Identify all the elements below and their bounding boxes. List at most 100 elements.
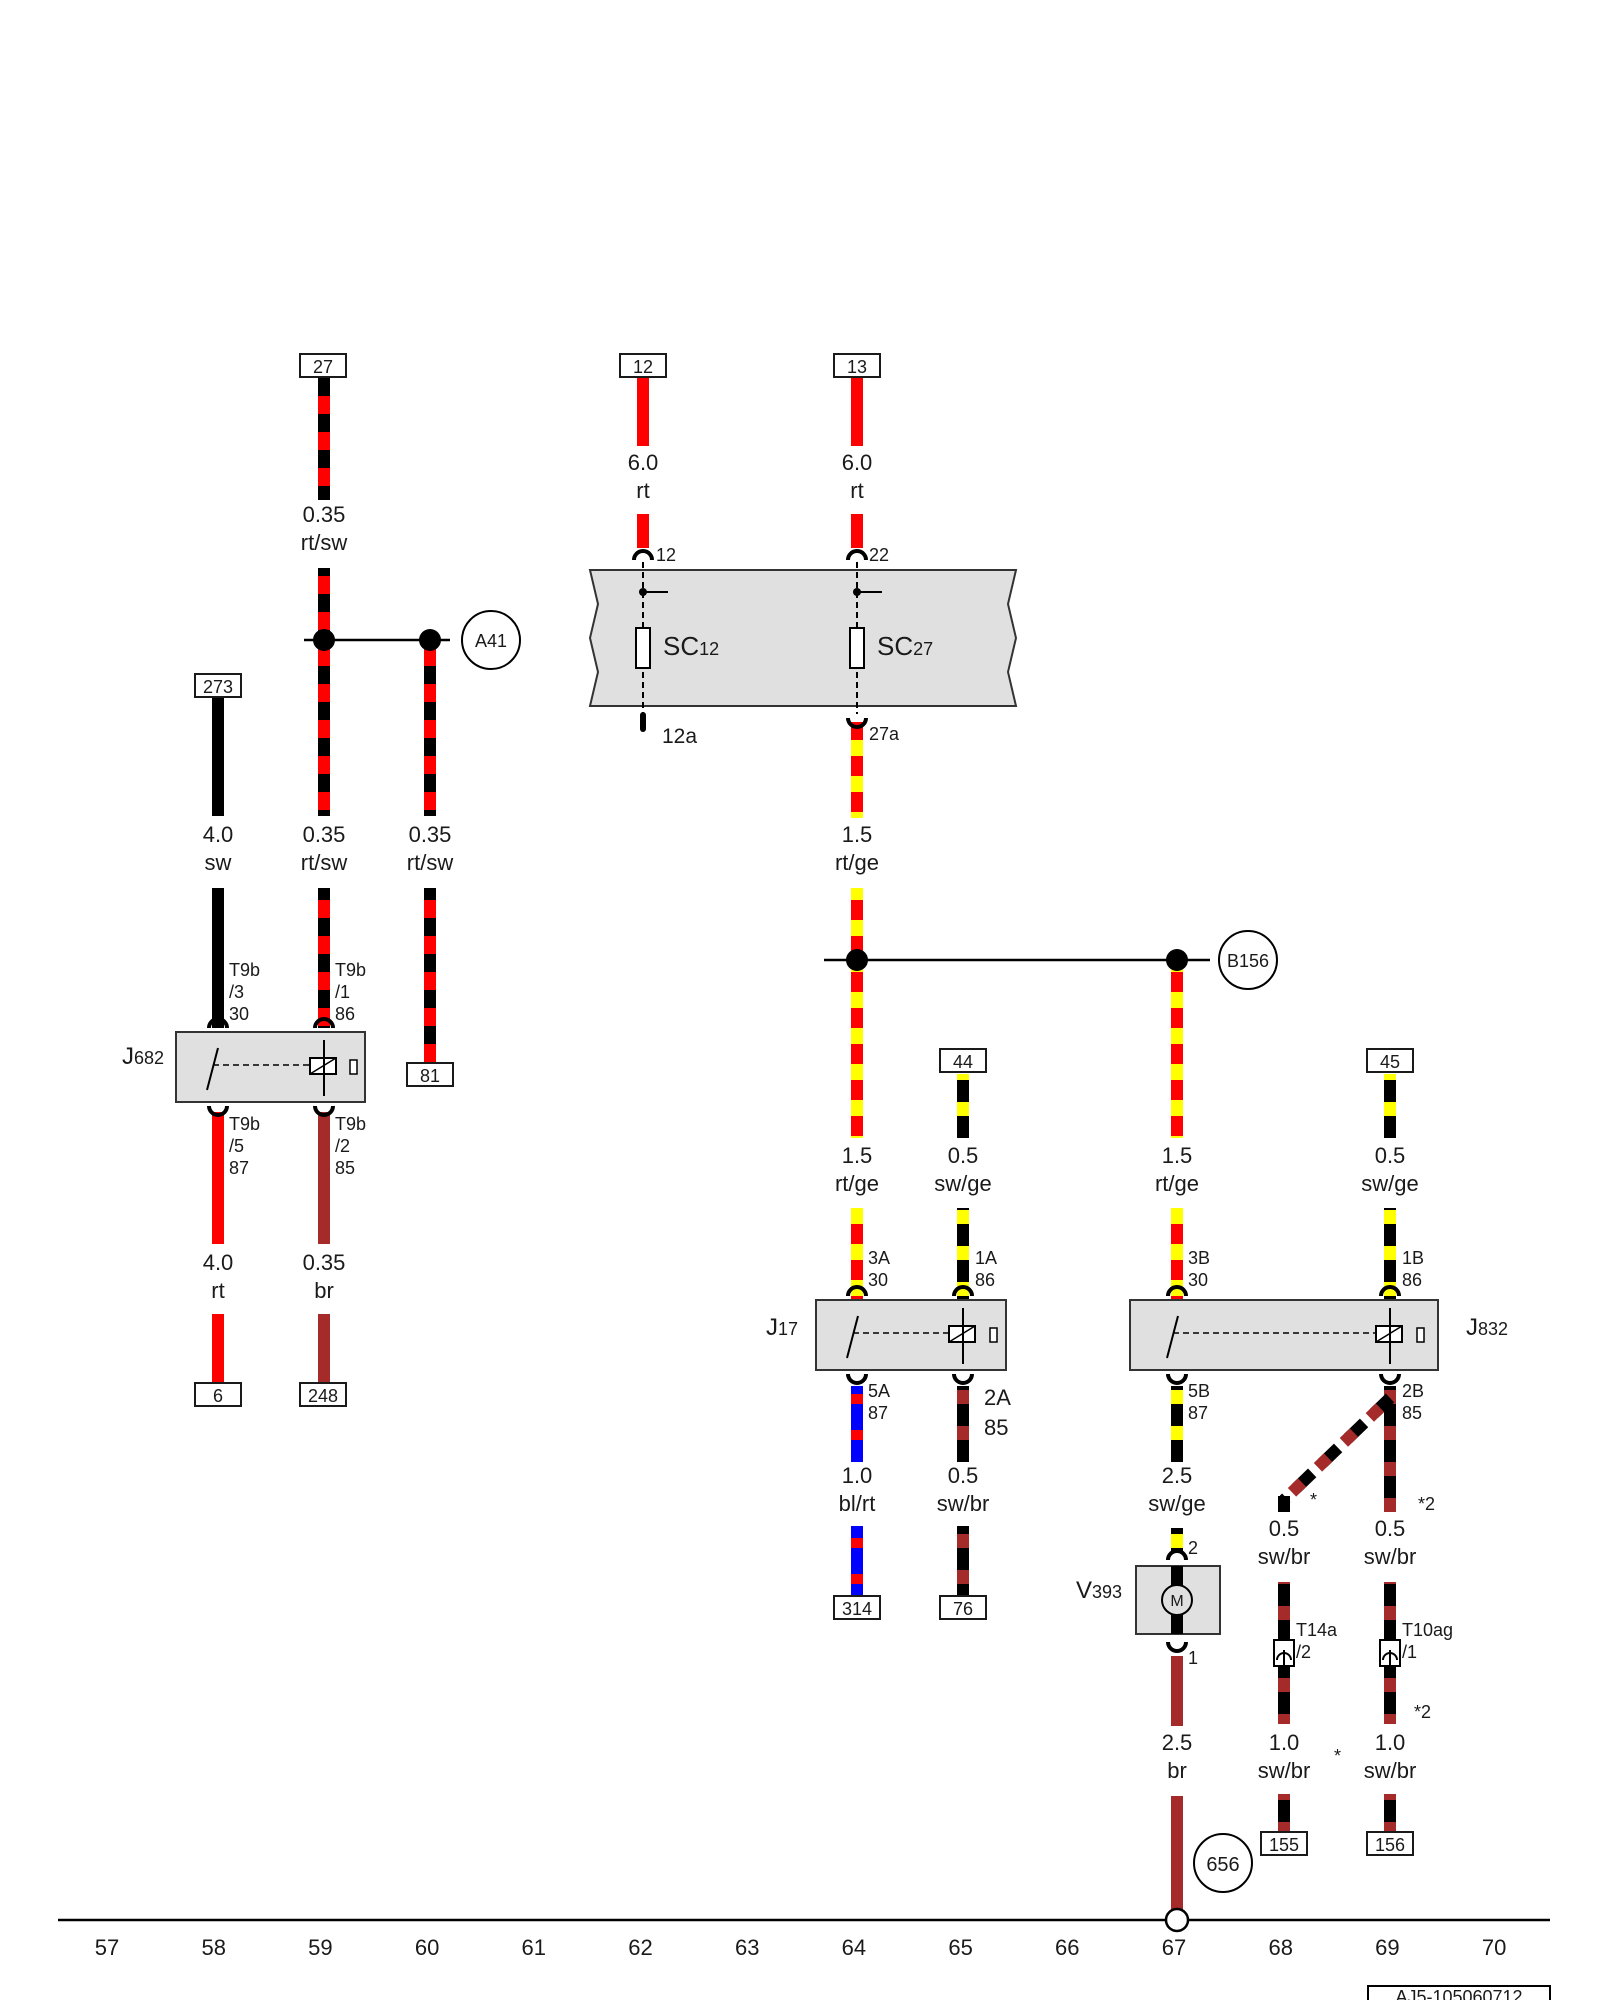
terminal-248: 248 xyxy=(308,1386,338,1406)
terminal-27: 27 xyxy=(313,357,333,377)
terminal-44: 44 xyxy=(953,1052,973,1072)
wire-67-to-j832 xyxy=(1171,1208,1183,1302)
connector-icon xyxy=(1379,1285,1401,1297)
relay-switch-icon xyxy=(1166,1315,1179,1359)
node-656 xyxy=(1193,1833,1253,1893)
fuse-holder xyxy=(588,569,1018,707)
terminal-box xyxy=(833,1595,881,1620)
axis-column-label: 63 xyxy=(735,1935,759,1960)
wire-color: rt/sw xyxy=(407,850,454,875)
wire-27-upper xyxy=(318,378,330,500)
wire-t10ag-down xyxy=(1384,1664,1396,1724)
junction-dot xyxy=(419,629,441,651)
wire-j17-85 xyxy=(957,1386,969,1462)
connector-icon xyxy=(846,1373,868,1385)
axis-column-label: 59 xyxy=(308,1935,332,1960)
relay-j17: J17 xyxy=(766,1285,1007,1385)
wire-to-155 xyxy=(1278,1794,1290,1832)
terminal-314: 314 xyxy=(842,1599,872,1619)
terminal-156: 156 xyxy=(1375,1835,1405,1855)
fuse-sc12-icon xyxy=(635,627,651,669)
relay-switch-icon xyxy=(846,1315,859,1359)
motor-symbol: M xyxy=(1170,1593,1183,1610)
connector-icon xyxy=(1166,1641,1188,1653)
wire-68-down xyxy=(1278,1496,1290,1512)
wire-27-lower xyxy=(318,568,330,816)
wire-diagonal-branch-br xyxy=(1279,1393,1395,1505)
wire-color: sw/br xyxy=(1258,1544,1311,1569)
wire-to-314 xyxy=(851,1526,863,1602)
terminal-box xyxy=(1260,1831,1308,1856)
footnote-marker: * xyxy=(1334,1746,1341,1766)
wire-a41-lower xyxy=(424,888,436,1066)
wire-27a-out xyxy=(851,722,863,818)
wire-t14a-down xyxy=(1278,1664,1290,1724)
wire-color: sw/br xyxy=(937,1491,990,1516)
axis-column-label: 67 xyxy=(1162,1935,1186,1960)
terminal-boxes: 27 12 13 273 81 44 45 6 248 314 76 155 1… xyxy=(194,353,1414,1856)
axis-column-label: 61 xyxy=(522,1935,546,1960)
wire-to-6 xyxy=(212,1314,224,1384)
connector-icon xyxy=(846,1285,868,1297)
terminal-12: 12 xyxy=(633,357,653,377)
junction-dot xyxy=(1166,949,1188,971)
connector-icon xyxy=(207,1105,229,1117)
wire-gauge: 0.5 xyxy=(1269,1516,1300,1541)
fuse-pin-12: 12 xyxy=(656,545,676,565)
connector-icon xyxy=(952,1373,974,1385)
terminal-13: 13 xyxy=(847,357,867,377)
fuse-sc27-label: SC27 xyxy=(877,631,933,661)
relay-switch-icon xyxy=(206,1047,219,1091)
wire-gauge: 0.35 xyxy=(303,822,346,847)
wire-color: rt/ge xyxy=(1155,1171,1199,1196)
connector-icon xyxy=(952,1285,974,1297)
wire-j832-85 xyxy=(1384,1386,1396,1512)
axis-column-label: 66 xyxy=(1055,1935,1079,1960)
wire-gauge: 0.5 xyxy=(1375,1516,1406,1541)
wire-gauge: 4.0 xyxy=(203,1250,234,1275)
wire-to-76 xyxy=(957,1526,969,1602)
wire-273-upper xyxy=(212,698,224,816)
wire-j832-87 xyxy=(1171,1386,1183,1462)
wire-to-v393 xyxy=(1171,1528,1183,1552)
wire-273-lower xyxy=(212,888,224,1028)
diagram-id: AJ5-105060712 xyxy=(1395,1987,1522,2000)
wire-j682-87 xyxy=(212,1112,224,1244)
terminal-155: 155 xyxy=(1269,1835,1299,1855)
terminal-45: 45 xyxy=(1380,1052,1400,1072)
wire-color: bl/rt xyxy=(839,1491,876,1516)
connector-icon xyxy=(1166,1285,1188,1297)
wire-v393-ground xyxy=(1171,1656,1183,1726)
axis-column-label: 60 xyxy=(415,1935,439,1960)
wire-color: rt/ge xyxy=(835,850,879,875)
wire-12-upper xyxy=(637,378,649,446)
wire-j682-85 xyxy=(318,1112,330,1244)
relay-j832-label: J832 xyxy=(1466,1314,1508,1341)
pin-label-v393-2: 2 xyxy=(1188,1538,1198,1558)
wire-to-248 xyxy=(318,1314,330,1384)
connector-icon xyxy=(313,1105,335,1117)
wire-color: br xyxy=(1167,1758,1187,1783)
pin-label-v393-1: 1 xyxy=(1188,1648,1198,1668)
relay-resistor-icon xyxy=(989,1327,998,1343)
connector-22-icon xyxy=(846,549,868,561)
node-b156-label: B156 xyxy=(1227,951,1269,971)
terminal-box xyxy=(194,1382,242,1407)
wire-color: br xyxy=(314,1278,334,1303)
wire-gauge: 0.5 xyxy=(948,1463,979,1488)
wire-color: sw/ge xyxy=(934,1171,991,1196)
wire-color: rt/sw xyxy=(301,850,348,875)
connector-12-icon xyxy=(632,549,654,561)
inline-connectors xyxy=(1273,1639,1401,1667)
terminal-box xyxy=(406,1062,454,1087)
wire-gauge: 1.5 xyxy=(842,822,873,847)
